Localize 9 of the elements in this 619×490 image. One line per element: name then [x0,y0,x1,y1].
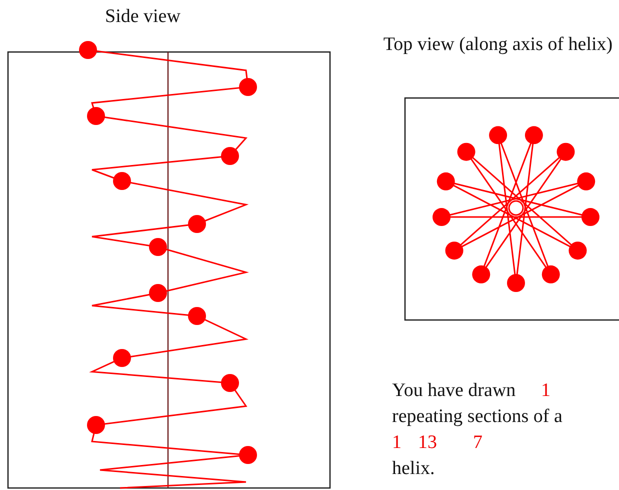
note-text: helix. [392,458,435,480]
helix-type-value: 1 [392,432,402,454]
note-text: You have drawn [392,380,516,402]
view-title: Top view (along axis of helix) [382,34,614,56]
note-text: repeating sections of a [392,406,562,428]
helix-type-value: 7 [473,432,482,454]
view-title: Side view [105,6,180,28]
count-value: 1 [541,380,550,402]
helix-type-value: 13 [418,432,437,454]
